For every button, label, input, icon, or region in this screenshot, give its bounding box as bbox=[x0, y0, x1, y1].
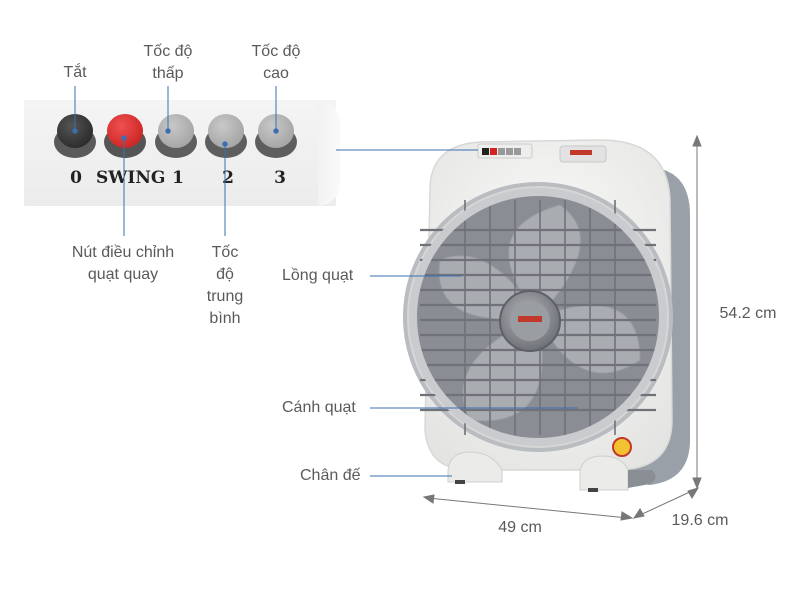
button-label-2: 2 bbox=[222, 168, 234, 188]
label-off: Tắt bbox=[63, 64, 87, 81]
safety-logo-icon bbox=[612, 437, 632, 457]
label-low-speed: Tốc độ thấp bbox=[143, 43, 193, 82]
label-blade: Cánh quạt bbox=[282, 399, 356, 416]
dimension-height: 54.2 cm bbox=[719, 305, 777, 322]
swing-button[interactable] bbox=[104, 112, 146, 158]
label-swing-button: Nút điều chỉnh quạt quay bbox=[71, 244, 175, 283]
button-label-3: 3 bbox=[274, 168, 286, 188]
label-base: Chân đế bbox=[300, 467, 361, 484]
fan-left-foot bbox=[447, 451, 503, 483]
speed-1-button[interactable] bbox=[155, 112, 197, 158]
dimension-width: 49 cm bbox=[498, 519, 542, 536]
fan-right-foot bbox=[579, 455, 629, 491]
button-label-1: 1 bbox=[172, 168, 184, 188]
label-cage: Lồng quạt bbox=[282, 267, 354, 284]
label-medium-speed: Tốc độ trung bình bbox=[206, 244, 244, 327]
button-label-0: 0 bbox=[70, 168, 82, 188]
button-label-swing: SWING bbox=[96, 168, 166, 188]
dimension-depth: 19.6 cm bbox=[671, 512, 729, 529]
label-high-speed: Tốc độ cao bbox=[251, 43, 301, 82]
